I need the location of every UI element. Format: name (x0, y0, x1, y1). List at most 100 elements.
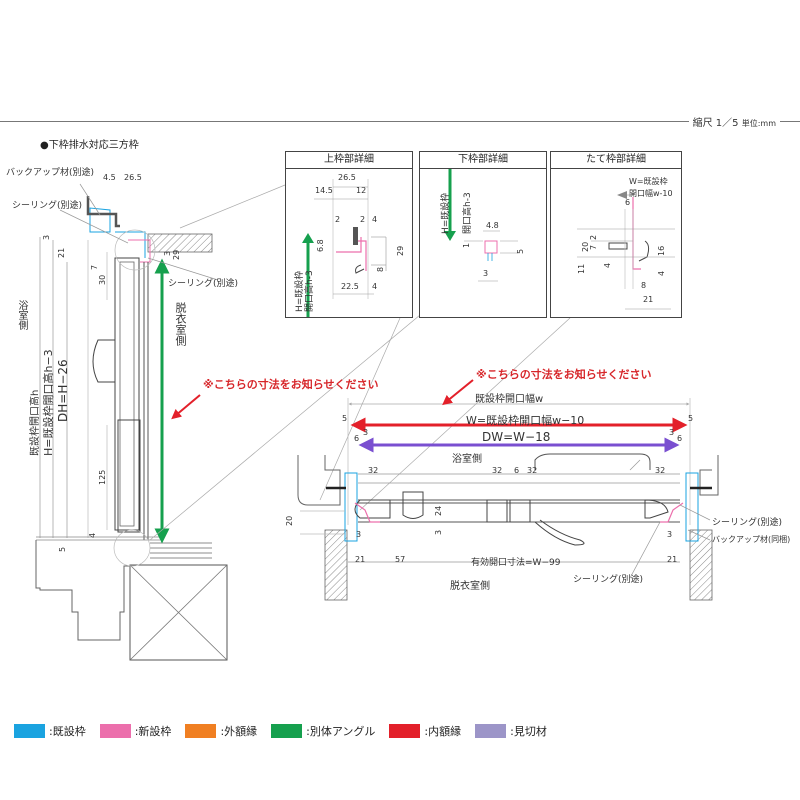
legend-label: :内額縁 (424, 725, 462, 738)
dim-14-5: 14.5 (315, 186, 333, 195)
plan-dressing-side-label: 脱衣室側 (450, 581, 490, 592)
dim-3-left: 3 (363, 428, 369, 437)
dim-16: 16 (657, 245, 666, 256)
top-frame-arrow-label-2: 開口高h-3 (305, 270, 315, 312)
legend-swatch-angle (271, 724, 303, 738)
dim-21-right: 21 (667, 555, 678, 564)
legend-item: :別体アングル (271, 723, 375, 739)
bathroom-side-label: 浴室側 (16, 300, 27, 330)
bottom-frame-arrow-label-1: H=既設枠 (441, 192, 451, 234)
detail-bottom-frame-drawing (444, 169, 518, 282)
dim-5: 5 (58, 546, 67, 552)
dim-2: 2 (589, 234, 598, 240)
dim-11: 11 (577, 263, 586, 274)
dim-29: 29 (396, 245, 405, 256)
dim-26-5: 26.5 (338, 173, 356, 182)
legend-label: :別体アングル (306, 725, 376, 738)
legend-swatch-parting (475, 724, 507, 738)
legend-swatch-new-frame (99, 724, 131, 738)
scale-text: 縮尺 1／5 (692, 118, 739, 129)
sealing-mid-label: シーリング(別途) (168, 279, 239, 289)
dim-4a: 4 (372, 215, 378, 224)
notice-right: ※こちらの寸法をお知らせください (476, 368, 652, 381)
sealing-right-label: シーリング(別途) (712, 518, 783, 528)
detail-top-frame-drawing (302, 179, 387, 317)
dim-1: 1 (462, 242, 471, 248)
backup-right-label: バックアップ材(同梱) (712, 535, 791, 544)
legend-swatch-inner-trim (389, 724, 421, 738)
dim-57: 57 (395, 555, 406, 564)
dim-6: 6 (625, 198, 631, 207)
dh-formula-label: DH=H−26 (56, 359, 70, 422)
unit-text: 単位:mm (741, 119, 776, 128)
sealing-top-label: シーリング(別途) (12, 201, 83, 211)
dim-3-bottom-left: 3 (356, 530, 362, 539)
legend-item: :見切材 (475, 723, 547, 739)
dim-6-right: 6 (677, 434, 683, 443)
dim-7: 7 (589, 244, 598, 250)
dim-3: 3 (42, 234, 51, 240)
scale-label: 縮尺 1／5 単位:mm (688, 114, 780, 129)
dim-4-5: 4.5 (103, 173, 116, 182)
dim-4-8: 4.8 (486, 221, 499, 230)
detail-side-frame: たて枠部詳細 W=既設枠 開口幅w-10 6 20 2 7 16 4 11 4 … (550, 151, 682, 318)
dim-4b: 4 (657, 270, 666, 276)
plan-section (297, 379, 719, 601)
dim-6-mid: 6 (514, 466, 520, 475)
dim-3b: 3 (163, 250, 172, 256)
dim-3-bottom-right: 3 (667, 530, 673, 539)
legend-label: :外額縁 (220, 725, 258, 738)
dim-8: 8 (641, 281, 647, 290)
dim-4b: 4 (372, 282, 378, 291)
dim-8: 8 (376, 266, 385, 272)
dim-5-right: 5 (688, 414, 694, 423)
side-frame-arrow-label-1: W=既設枠 (629, 177, 668, 186)
plan-bathroom-side-label: 浴室側 (452, 454, 482, 465)
legend-item: :既設枠 (14, 723, 86, 739)
legend-item: :内額縁 (389, 723, 461, 739)
dim-21: 21 (57, 247, 66, 258)
dim-32-b: 32 (492, 466, 503, 475)
dim-125: 125 (98, 469, 107, 485)
vertical-section (35, 183, 571, 661)
section-title: ●下枠排水対応三方枠 (40, 140, 139, 151)
legend-swatch-existing-frame (14, 724, 45, 738)
h-existing-label: 既設枠開口高h (30, 389, 41, 456)
w-formula-label: W=既設枠開口幅w−10 (466, 414, 585, 427)
dim-4a: 4 (603, 262, 612, 268)
dim-2b: 2 (360, 215, 366, 224)
dim-5-left: 5 (342, 414, 348, 423)
legend-swatch-outer-trim (185, 724, 217, 738)
detail-top-frame-title: 上枠部詳細 (286, 152, 412, 169)
bottom-frame-arrow-label-2: 開口高h-3 (463, 192, 473, 234)
detail-bottom-frame: 下枠部詳細 4.8 1 5 3 H=既設枠 開口高h-3 (419, 151, 547, 318)
dim-22-5: 22.5 (341, 282, 359, 291)
detail-side-frame-title: たて枠部詳細 (551, 152, 681, 169)
backup-material-label: バックアップ材(別途) (6, 168, 95, 178)
dim-12: 12 (356, 186, 367, 195)
dim-32-c: 32 (527, 466, 538, 475)
dim-7: 7 (90, 264, 99, 270)
dim-6-8: 6.8 (316, 239, 325, 252)
header-rule (0, 121, 800, 122)
dim-26-5: 26.5 (124, 173, 142, 182)
dim-5: 5 (516, 248, 525, 254)
dw-formula-label: DW=W−18 (482, 430, 551, 444)
effective-opening-label: 有効開口寸法=W−99 (471, 558, 561, 568)
legend-item: :外額縁 (185, 723, 257, 739)
dim-21-left: 21 (355, 555, 366, 564)
sealing-bottom-label: シーリング(別途) (573, 575, 644, 585)
legend-item: :新設枠 (99, 723, 172, 739)
side-frame-arrow-label-2: 開口幅w-10 (629, 189, 673, 198)
dim-32-d: 32 (655, 466, 666, 475)
dim-20: 20 (285, 515, 294, 526)
existing-width-label: 既設枠開口幅w (475, 394, 544, 405)
detail-top-frame: 上枠部詳細 26.5 14.5 12 2 2 4 6.8 29 8 22.5 4… (285, 151, 413, 318)
legend-label: :新設枠 (134, 725, 172, 738)
dim-29: 29 (172, 249, 181, 260)
legend-label: :既設枠 (49, 725, 86, 738)
dressing-side-label: 脱衣室側 (174, 302, 187, 346)
dim-3-right: 3 (669, 428, 675, 437)
detail-bottom-frame-title: 下枠部詳細 (420, 152, 546, 169)
